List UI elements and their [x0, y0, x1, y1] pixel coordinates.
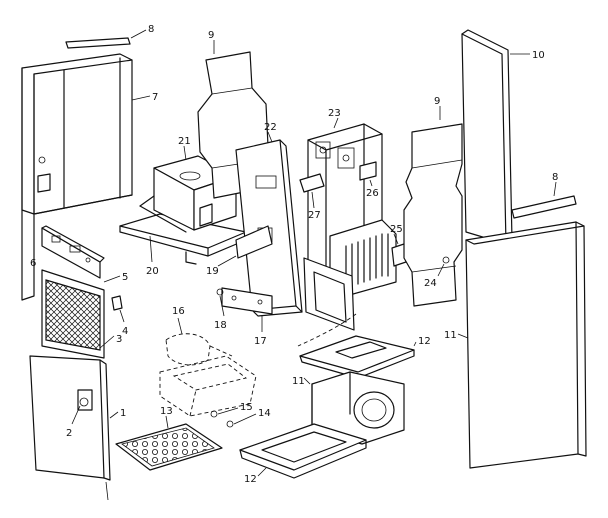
- callout-22: 20: [146, 266, 159, 277]
- callout-23: 21: [178, 136, 191, 147]
- part-7-left-side-panel: [21, 53, 151, 301]
- callout-19: 17: [254, 336, 267, 347]
- part-21-manifold-bracket: [217, 225, 273, 267]
- part-12-blower-deck-plate: [299, 335, 417, 379]
- callout-11: 11: [444, 330, 457, 341]
- callout-4: 4: [122, 326, 128, 337]
- callout-12: 12: [418, 336, 431, 347]
- callout-10: 10: [532, 50, 545, 61]
- part-14-bottom-tray: [239, 423, 367, 479]
- callout-2: 2: [66, 428, 72, 439]
- callout-26: 24: [424, 278, 437, 289]
- part-19-lower-bracket-plate: [221, 287, 273, 332]
- callout-3: 3: [116, 334, 122, 345]
- callout-13: 11: [292, 376, 305, 387]
- callout-17: 15: [240, 402, 253, 413]
- callout-15: 13: [160, 406, 173, 417]
- callout-9-right: 9: [434, 96, 440, 107]
- part-28-29-exchanger-hardware: [299, 161, 377, 209]
- part-24-front-plate: [235, 131, 303, 317]
- callout-6: 6: [30, 258, 36, 269]
- callout-16: 14: [258, 408, 271, 419]
- part-15-base-grille: [115, 415, 223, 471]
- part-11-right-side-panel: [457, 221, 587, 469]
- part-18-blower-motor-dashed: [159, 317, 257, 417]
- flue-collar: [297, 257, 357, 347]
- callout-18: 16: [172, 306, 185, 317]
- callout-27: 25: [390, 224, 403, 235]
- part-26-screw: [437, 256, 450, 277]
- callout-25: 23: [328, 108, 341, 119]
- callout-9-left: 9: [208, 30, 214, 41]
- callout-24: 22: [264, 122, 277, 133]
- callout-1: 1: [120, 408, 126, 419]
- part-8-top-left-strip: [65, 29, 147, 49]
- part-3-air-filter: [45, 279, 115, 351]
- part-16-17-mount-hardware: [210, 407, 257, 428]
- callout-21: 19: [206, 266, 219, 277]
- part-6-control-panel: [41, 225, 105, 279]
- part-9-right-duct-panel: [403, 106, 463, 307]
- callout-8-right: 8: [552, 172, 558, 183]
- callout-7: 7: [152, 92, 158, 103]
- callout-8-top: 8: [148, 24, 154, 35]
- part-2-door-latch: [71, 397, 89, 425]
- part-4-small-bracket: [111, 295, 125, 323]
- callout-14: 12: [244, 474, 257, 485]
- part-8-right-strip: [511, 181, 577, 219]
- part-20-screw: [216, 288, 225, 317]
- callout-5: 5: [122, 272, 128, 283]
- part-1-lower-access-door: [29, 355, 119, 501]
- callout-29: 27: [308, 210, 321, 221]
- callout-20: 18: [214, 320, 227, 331]
- part-13-blower-housing: [303, 371, 405, 445]
- callout-labels: 8 7 6 5 4 3 1 2 13 16 15 14 20 21 9 22 1…: [30, 24, 558, 485]
- callout-28: 26: [366, 188, 379, 199]
- part-25-heat-exchanger: [307, 117, 397, 297]
